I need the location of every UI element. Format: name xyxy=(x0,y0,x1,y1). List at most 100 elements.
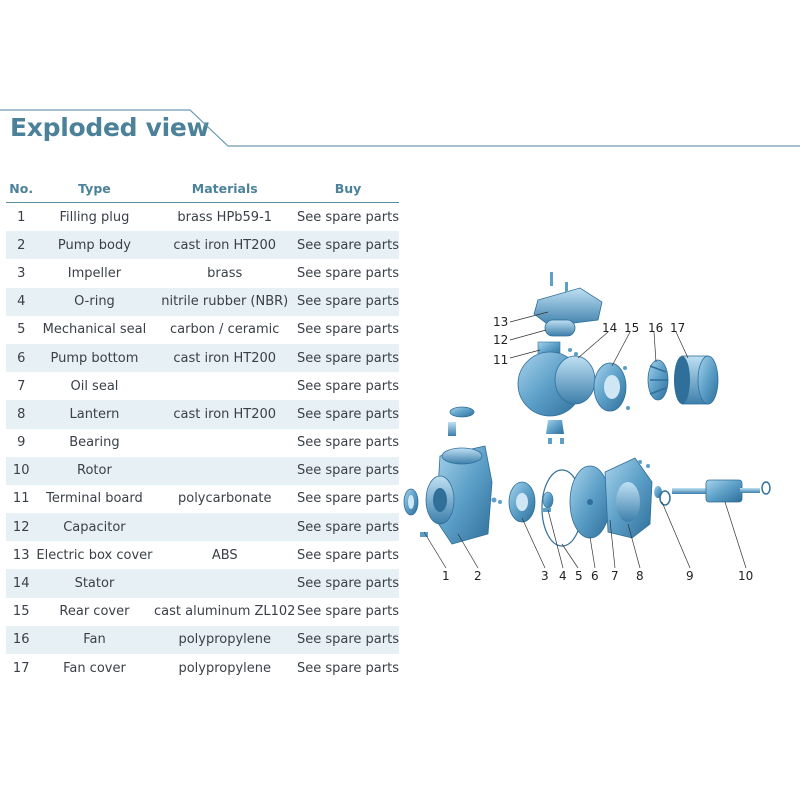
cell-no: 13 xyxy=(12,547,30,563)
electric-box-cover-part xyxy=(533,272,603,327)
cell-no: 3 xyxy=(17,265,26,281)
callout-14: 14 xyxy=(602,321,617,335)
cell-no: 5 xyxy=(17,322,26,338)
cell-material: cast iron HT200 xyxy=(152,400,297,429)
cell-no: 1 xyxy=(17,209,26,225)
cell-buy[interactable]: See spare parts xyxy=(296,604,399,620)
cell-material: brass xyxy=(207,265,243,281)
cell-type: Rear cover xyxy=(59,604,130,620)
exploded-view-diagram: 1 2 3 4 5 6 7 8 9 10 11 12 13 14 15 16 1… xyxy=(403,272,771,583)
cell-material: polypropylene xyxy=(152,625,297,654)
cell-type: Bearing xyxy=(69,435,120,451)
callout-3: 3 xyxy=(541,569,549,583)
cell-no: 16 xyxy=(6,625,37,654)
cell-type: Pump bottom xyxy=(36,343,153,373)
stator-part xyxy=(517,351,596,444)
cell-buy[interactable]: See spare parts xyxy=(296,287,399,316)
callouts: 1 2 3 4 5 6 7 8 9 10 11 12 13 14 15 16 1… xyxy=(442,315,753,583)
cell-no: 11 xyxy=(12,491,30,507)
rear-cover-part xyxy=(593,362,630,412)
cell-material xyxy=(152,569,297,598)
cell-buy[interactable]: See spare parts xyxy=(296,265,399,281)
cell-buy[interactable]: See spare parts xyxy=(296,456,399,485)
pump-bottom-part xyxy=(569,465,611,539)
cell-buy[interactable]: See spare parts xyxy=(296,378,399,394)
cell-type: Capacitor xyxy=(36,513,153,542)
fan-cover-part xyxy=(674,355,719,405)
table-row: 11 Terminal board polycarbonate See spare p… xyxy=(6,485,399,513)
header-buy: Buy xyxy=(296,174,399,203)
cell-buy[interactable]: See spare parts xyxy=(296,491,399,507)
cell-material xyxy=(152,429,297,457)
callout-4: 4 xyxy=(559,569,567,583)
table-row: 13 Electric box cover ABS See spare parts xyxy=(6,541,399,569)
callout-16: 16 xyxy=(648,321,663,335)
callout-1: 1 xyxy=(442,569,450,583)
cell-no: 6 xyxy=(6,343,37,373)
impeller-part xyxy=(508,481,536,523)
callout-17: 17 xyxy=(670,321,685,335)
cell-material: carbon / ceramic xyxy=(170,322,280,338)
cell-material: cast aluminum ZL102 xyxy=(154,604,296,620)
cell-material: cast iron HT200 xyxy=(152,231,297,260)
callout-5: 5 xyxy=(575,569,583,583)
cell-material xyxy=(152,513,297,542)
cell-buy[interactable]: See spare parts xyxy=(296,569,399,598)
callout-15: 15 xyxy=(624,321,639,335)
cell-buy[interactable]: See spare parts xyxy=(296,547,399,563)
callout-9: 9 xyxy=(686,569,694,583)
cell-type: Stator xyxy=(36,569,153,598)
callout-13: 13 xyxy=(493,315,508,329)
cell-type: Fan xyxy=(36,625,153,654)
cell-material: nitrile rubber (NBR) xyxy=(152,287,297,316)
cell-buy[interactable]: See spare parts xyxy=(296,625,399,654)
cell-type: Terminal board xyxy=(46,491,143,507)
cell-no: 15 xyxy=(12,604,30,620)
callout-12: 12 xyxy=(493,333,508,347)
cell-no: 4 xyxy=(6,287,37,316)
rotor-part xyxy=(672,479,771,503)
cell-buy[interactable]: See spare parts xyxy=(296,513,399,542)
cell-no: 9 xyxy=(17,435,26,451)
cell-buy[interactable]: See spare parts xyxy=(296,660,399,676)
callout-8: 8 xyxy=(636,569,644,583)
cell-buy[interactable]: See spare parts xyxy=(296,322,399,338)
cell-type: Impeller xyxy=(67,265,122,281)
cell-buy[interactable]: See spare parts xyxy=(296,435,399,451)
cell-material xyxy=(152,456,297,485)
cell-buy[interactable]: See spare parts xyxy=(296,343,399,373)
cell-material: cast iron HT200 xyxy=(152,343,297,373)
cell-buy[interactable]: See spare parts xyxy=(296,209,399,225)
cell-buy[interactable]: See spare parts xyxy=(296,231,399,260)
cell-type: Oil seal xyxy=(70,378,119,394)
mechanical-seal-part xyxy=(542,491,554,512)
page-title: Exploded view xyxy=(10,113,210,142)
capacitor-part xyxy=(544,319,576,337)
cell-no: 17 xyxy=(12,660,30,676)
cell-type: Electric box cover xyxy=(36,547,153,563)
callout-10: 10 xyxy=(738,569,753,583)
cell-buy[interactable]: See spare parts xyxy=(296,400,399,429)
cell-no: 2 xyxy=(6,231,37,260)
cell-material: polycarbonate xyxy=(177,491,272,507)
table-row: 3 Impeller brass See spare parts xyxy=(6,259,399,287)
cell-no: 14 xyxy=(6,569,37,598)
title-underline xyxy=(0,109,800,147)
pump-body-part xyxy=(425,406,502,545)
cell-type: Lantern xyxy=(36,400,153,429)
cell-no: 8 xyxy=(6,400,37,429)
cell-material: ABS xyxy=(211,547,238,563)
